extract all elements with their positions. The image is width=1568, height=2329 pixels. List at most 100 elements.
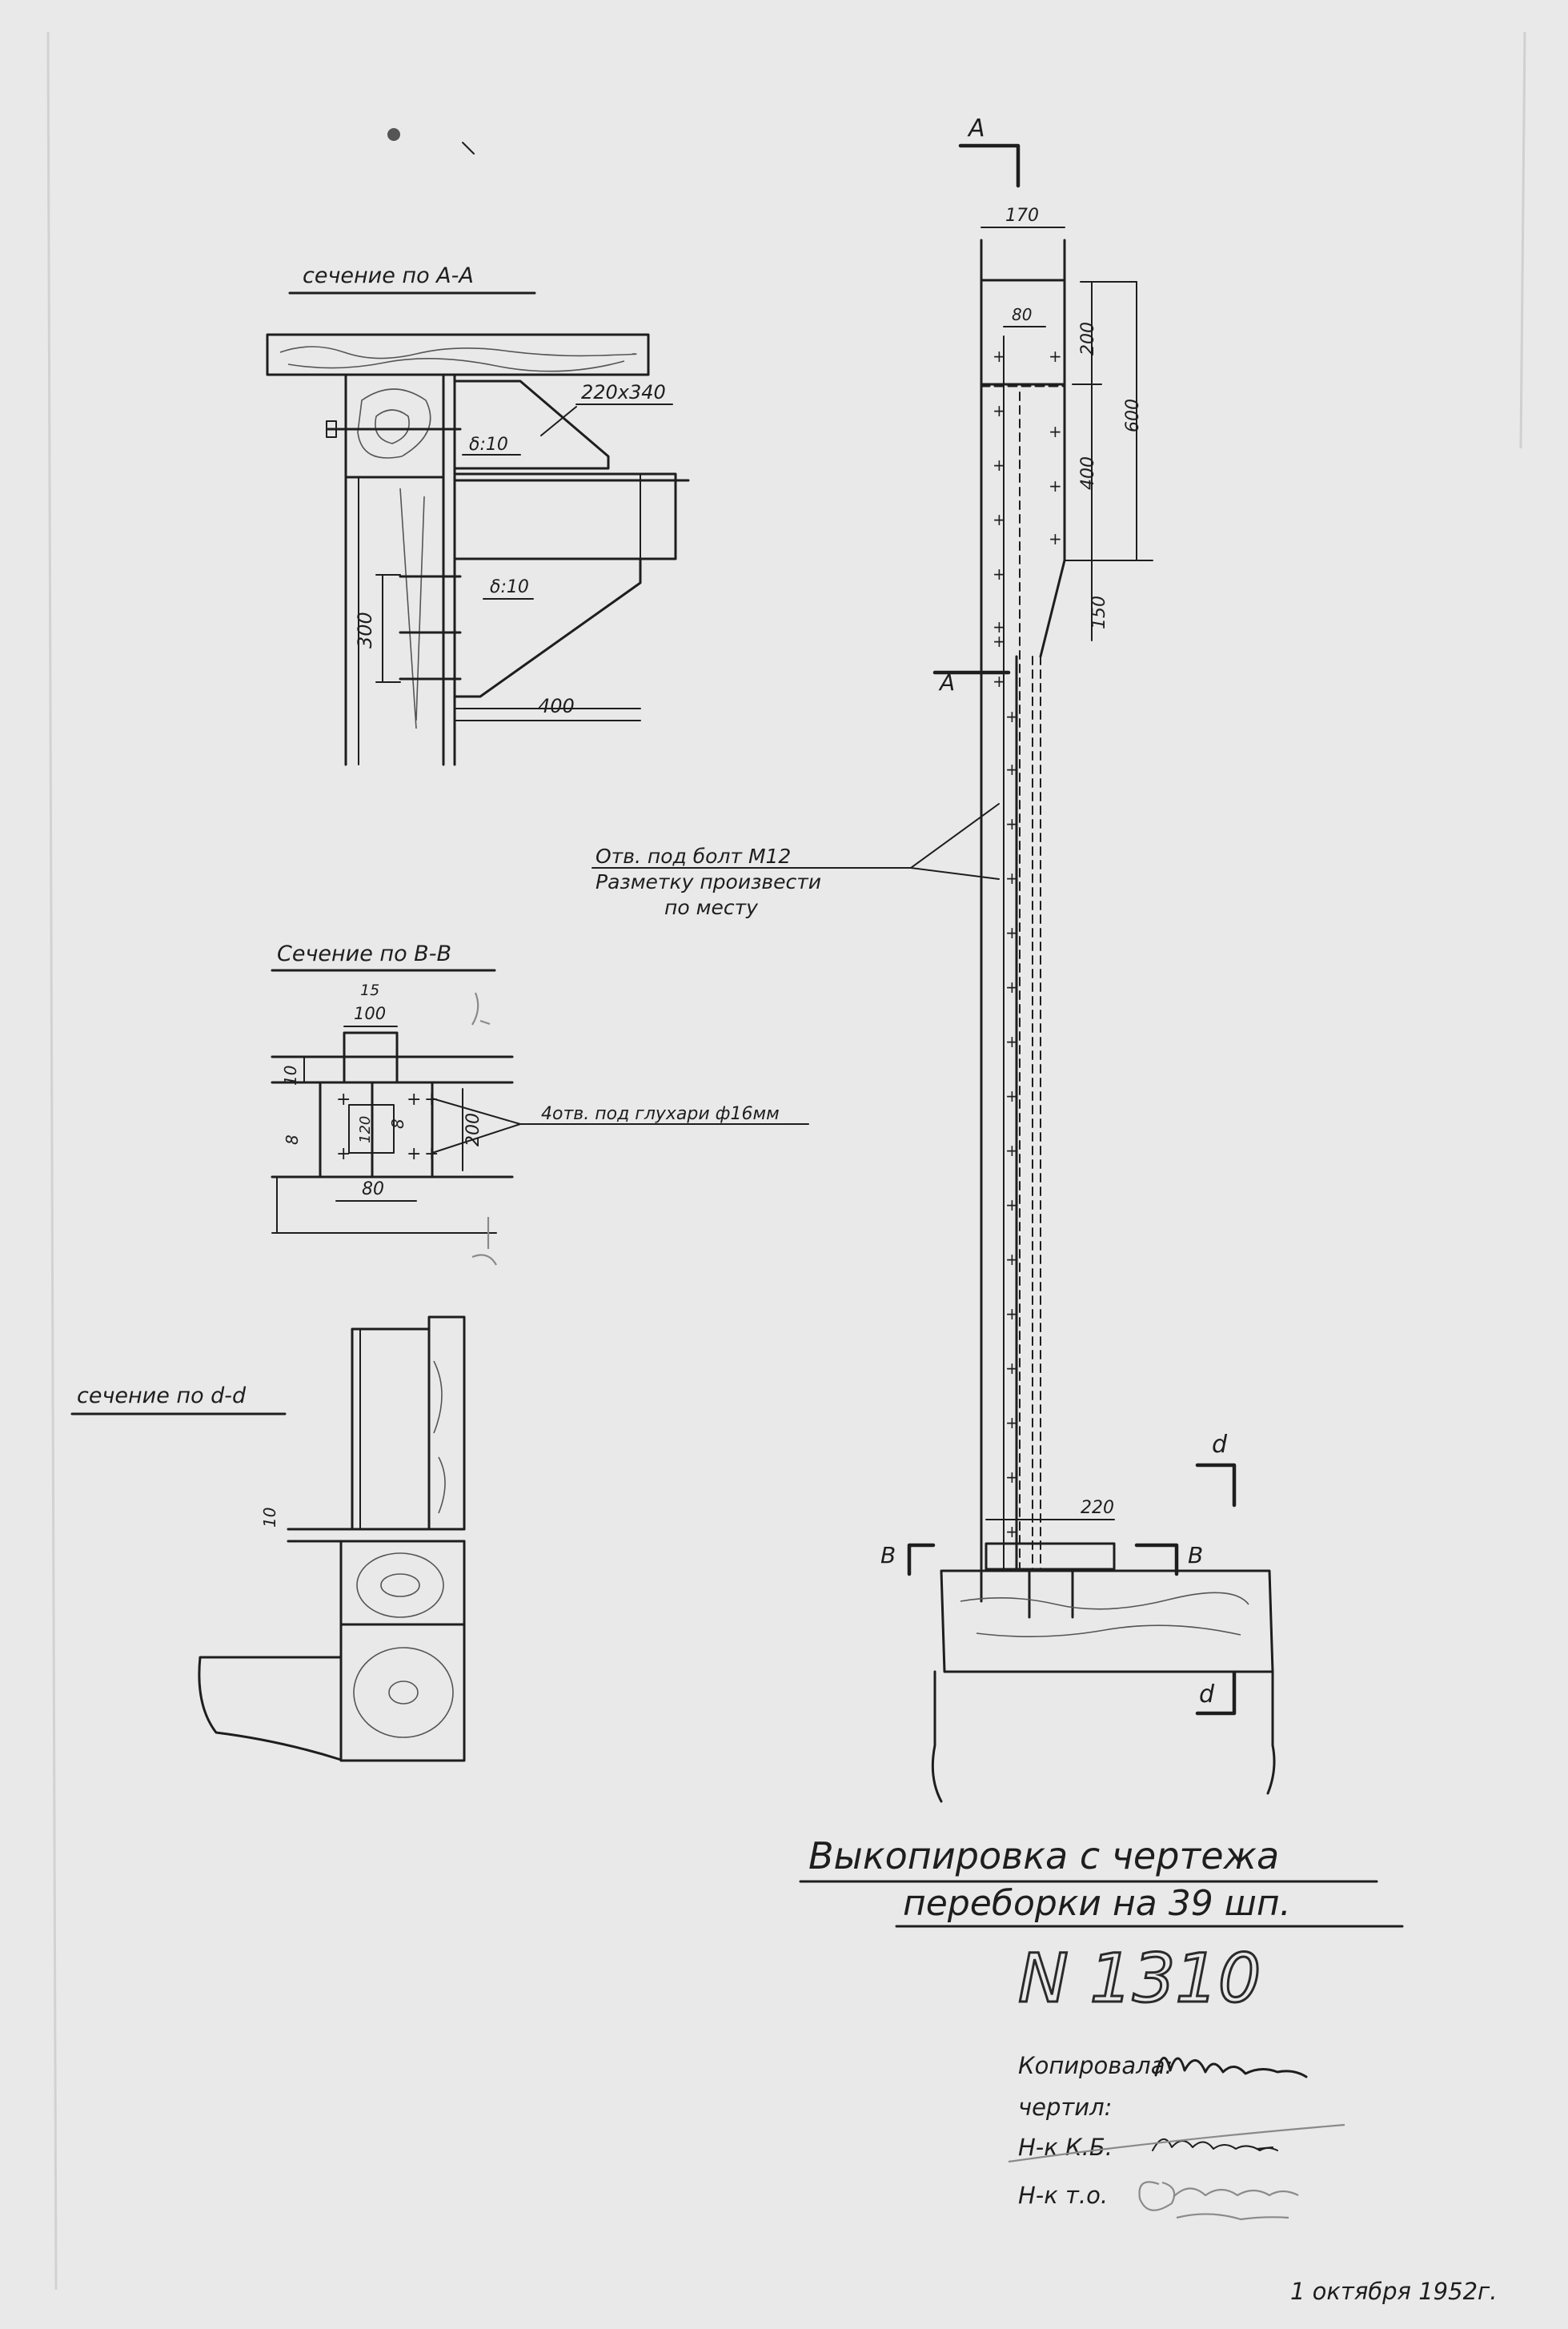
svg-text:+: + [1005, 869, 1019, 888]
bolt-head [326, 420, 337, 438]
svg-text:+: + [1005, 760, 1019, 779]
leader-line [540, 406, 577, 436]
paper-edge-mark [1519, 31, 1526, 449]
horizontal-beam [453, 472, 677, 560]
wood-grain [399, 488, 425, 729]
wood-ring [380, 1573, 420, 1597]
svg-text:+: + [1005, 1304, 1019, 1323]
dim-120: 120 [357, 1116, 374, 1143]
timber-block-top [344, 373, 445, 479]
title-line-1: Выкопировка с чертежа [808, 1834, 1279, 1877]
section-bb: Сечение по В-В + + + + + + 15 100 10 8 1… [271, 942, 809, 1266]
pencil-mark [471, 1217, 497, 1266]
svg-text:+: + [1005, 1359, 1019, 1378]
date-label: 1 октября 1952г. [1290, 2278, 1497, 2305]
beam-section [348, 1104, 395, 1154]
svg-text:+: + [1005, 1086, 1019, 1106]
section-marker-d-top [1195, 1463, 1237, 1508]
marker-b-right: В [1188, 1542, 1203, 1568]
bolt-note-line1: Отв. под болт М12 [596, 845, 791, 868]
copied-label: Копировала: [1018, 2052, 1173, 2079]
svg-text:+: + [1005, 1413, 1019, 1432]
wood-grain [433, 1360, 446, 1514]
dim-15: 15 [360, 982, 379, 999]
svg-text:+: + [1005, 1522, 1019, 1541]
dim-10: 10 [281, 1066, 300, 1086]
marker-a-side: А [938, 669, 955, 696]
timber-block-2 [339, 1623, 466, 1762]
paper-edge-mark [46, 31, 58, 2291]
bolt-note: Отв. под болт М12 Разметку произвести по… [592, 803, 1000, 919]
bolt-note-line2: Разметку произвести [596, 870, 821, 893]
section-marker-b-left [907, 1543, 936, 1576]
signature-copied [1154, 2057, 1308, 2078]
title-block: Выкопировка с чертежа переборки на 39 шп… [799, 1834, 1497, 2305]
svg-text:+: + [993, 510, 1006, 529]
svg-text:+: + [993, 456, 1006, 475]
svg-text:+: + [1005, 1141, 1019, 1160]
marker-b-left: В [880, 1542, 896, 1568]
dim-80: 80 [362, 1179, 384, 1199]
base-timber [271, 1176, 497, 1234]
signature-kb [1152, 2138, 1278, 2151]
section-dd-title: сечение по d-d [77, 1383, 247, 1408]
section-dd: сечение по d-d 10 [70, 1315, 466, 1762]
base-plate [985, 1542, 1116, 1571]
svg-text:+: + [993, 632, 1006, 651]
hull-line [198, 1656, 343, 1761]
bolt-hole-marks: ++ ++ ++ ++ + ++ + ++ ++ ++ ++ ++ ++ ++ … [993, 347, 1062, 1541]
dim-200: 200 [1078, 322, 1098, 355]
dim-300: 300 [354, 612, 376, 649]
section-aa-title: сечение по А-А [303, 263, 474, 288]
svg-text:+: + [1005, 923, 1019, 942]
drawing-number: N 1310 [1018, 1939, 1261, 2018]
svg-text:+: + [1049, 476, 1062, 496]
wood-ring [353, 1647, 454, 1738]
gusset-lower [453, 557, 642, 698]
svg-text:+: + [1005, 1032, 1019, 1051]
elevation-view: А 170 80 200 400 600 150 А ++ [880, 114, 1276, 1803]
timber-edge [427, 1315, 466, 1531]
title-line-2: переборки на 39 шп. [903, 1883, 1291, 1924]
drawn-label: чертил: [1018, 2094, 1112, 2121]
ink-mark [462, 142, 475, 155]
svg-text:+: + [1049, 529, 1062, 548]
dim-170: 170 [1005, 206, 1039, 226]
marker-d-top: d [1212, 1431, 1228, 1459]
svg-text:+: + [1005, 1250, 1019, 1269]
svg-text:+: + [1005, 814, 1019, 833]
thickness-label-1: δ:10 [469, 435, 508, 455]
plus-mark: + [424, 1144, 439, 1164]
signature-to [1138, 2181, 1299, 2221]
plate-size-label: 220х340 [581, 381, 666, 404]
svg-text:+: + [1049, 422, 1062, 441]
section-aa: сечение по А-А 220х340 δ:10 δ:10 [266, 263, 690, 766]
leader-line [431, 1098, 521, 1125]
wood-ring [388, 1680, 419, 1705]
svg-text:+: + [1049, 347, 1062, 366]
plus-mark: + [407, 1090, 421, 1110]
wood-grain [960, 1592, 1249, 1637]
leader-line [910, 867, 1000, 880]
dim-220: 220 [1081, 1498, 1114, 1518]
marker-d-bottom: d [1199, 1680, 1215, 1709]
thickness-label-2: δ:10 [490, 577, 529, 597]
bolt-note-line3: по месту [664, 896, 759, 919]
leader-line [431, 1123, 521, 1154]
leader-line [910, 803, 1000, 869]
svg-text:+: + [993, 672, 1006, 691]
pencil-stroke [1008, 2123, 1345, 2163]
section-marker-b-right [1134, 1543, 1179, 1576]
wood-ring [356, 1552, 444, 1618]
pencil-mark [471, 992, 491, 1026]
column-head [980, 279, 1066, 386]
wood-grain [357, 388, 431, 459]
column-profile [351, 1327, 431, 1531]
column-taper [1039, 559, 1066, 658]
plus-mark: + [336, 1144, 351, 1164]
section-marker-d-bottom [1195, 1671, 1237, 1716]
wood-grain [279, 346, 637, 372]
svg-text:+: + [993, 347, 1006, 366]
